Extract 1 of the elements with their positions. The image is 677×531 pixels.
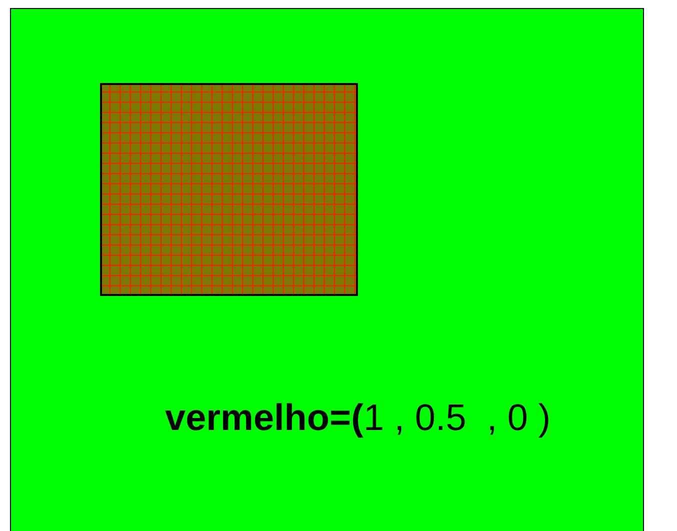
color-formula-text: vermelho=(1 , 0.5 , 0 ) — [165, 396, 551, 440]
